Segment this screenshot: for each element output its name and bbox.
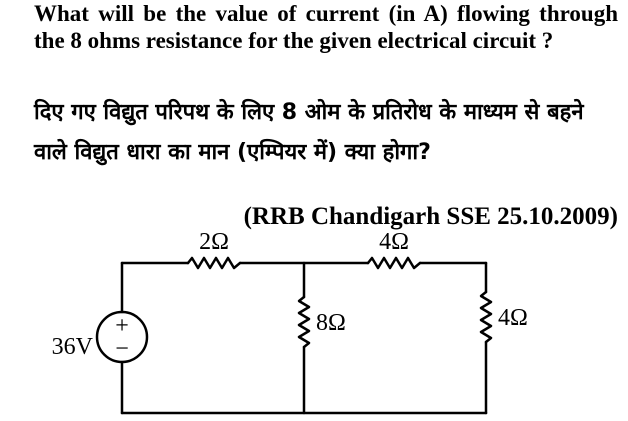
source-minus-sign: − — [115, 336, 129, 362]
question-english: What will be the value of current (in A)… — [34, 1, 618, 53]
question-hindi: दिए गए विद्युत परिपथ के लिए 8 ओम के प्रत… — [34, 100, 584, 165]
r-series-right-label: 4Ω — [379, 229, 409, 255]
voltage-source-circle — [95, 310, 149, 364]
resistor-4ohm-shunt-zigzag — [479, 290, 493, 344]
resistor-4ohm-series-zigzag — [366, 256, 422, 270]
source-voltage-label: 36V — [52, 334, 94, 360]
exam-source: (RRB Chandigarh SSE 25.10.2009) — [243, 203, 618, 230]
resistor-8ohm-zigzag — [297, 295, 311, 349]
source-plus-sign: + — [115, 313, 129, 339]
resistor-2ohm-zigzag — [186, 256, 242, 270]
r-series-left-label: 2Ω — [199, 229, 229, 255]
r-right-shunt-label: 4Ω — [498, 305, 528, 331]
r-middle-shunt-label: 8Ω — [316, 310, 346, 336]
